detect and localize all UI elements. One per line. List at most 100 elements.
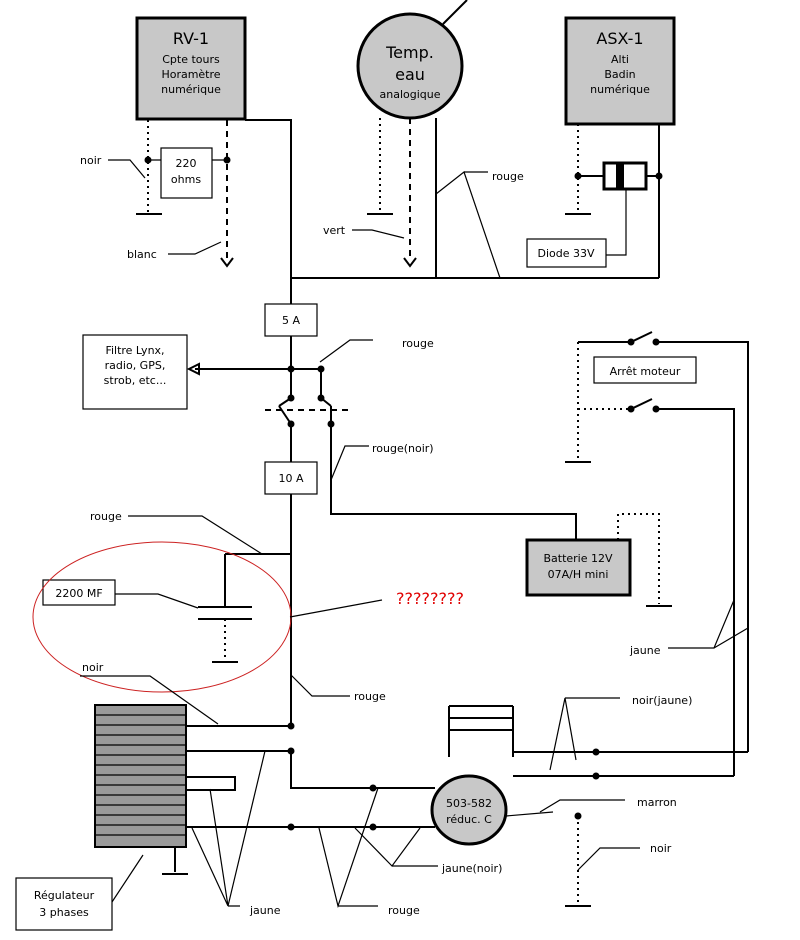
temp-title1: Temp.: [385, 43, 434, 62]
label-rouge-noir: rouge(noir): [372, 442, 434, 455]
label-jaune-bottom: jaune: [249, 904, 281, 917]
leader-line: [352, 229, 405, 239]
resistor-box: 220 ohms: [160, 147, 213, 199]
switch-feed-wire: [291, 368, 322, 398]
junction-node: [223, 156, 231, 164]
junction-node: [369, 823, 377, 831]
diode-symbol: [602, 161, 648, 191]
alternator-ground-link: [505, 811, 554, 817]
battery-ground-wire: [617, 513, 660, 604]
leader-line: [606, 189, 627, 256]
capacitor-label-box: 2200 MF: [42, 579, 116, 606]
leader-line: [354, 827, 438, 867]
label-jaune-right: jaune: [629, 644, 661, 657]
leader-line: [435, 171, 501, 279]
alternator-line1: 503-582: [446, 797, 492, 810]
arret-label-box: Arrêt moteur: [593, 356, 697, 384]
rv1-line3: numérique: [161, 83, 221, 96]
asx1-line1: Alti: [611, 53, 629, 66]
label-vert: vert: [323, 224, 346, 237]
arrow-down-icon: [220, 257, 234, 268]
rv1-line1: Cpte tours: [162, 53, 220, 66]
battery-feed-wire: [330, 424, 577, 540]
leader-line: [115, 593, 199, 609]
leader-line: [549, 697, 620, 771]
label-rouge-switch: rouge: [402, 337, 434, 350]
resistor-unit: ohms: [171, 173, 201, 186]
fuse-10a-label: 10 A: [278, 472, 303, 485]
rv1-power-wire: [245, 119, 292, 278]
filtre-line2: radio, GPS,: [105, 359, 166, 372]
arret-label: Arrêt moteur: [610, 365, 681, 378]
asx1-title: ASX-1: [596, 29, 643, 48]
question-marks: ????????: [396, 589, 464, 608]
label-noir-bottom: noir: [650, 842, 672, 855]
asx1-box: ASX-1 Alti Badin numérique: [564, 16, 676, 126]
rv1-title: RV-1: [173, 29, 209, 48]
label-noir-reg: noir: [82, 661, 104, 674]
arrow-down-icon: [403, 257, 417, 268]
junction-node: [369, 784, 377, 792]
junction-node: [574, 172, 582, 180]
junction-node: [574, 812, 582, 820]
label-rouge-top: rouge: [492, 170, 524, 183]
junction-node: [592, 772, 600, 780]
junction-node: [627, 338, 635, 346]
battery-line2: 07A/H mini: [548, 568, 609, 581]
filtre-line1: Filtre Lynx,: [105, 344, 164, 357]
capacitor-symbol: [198, 606, 252, 620]
leader-line: [289, 599, 383, 618]
junction-node: [652, 405, 660, 413]
double-switch: [265, 394, 353, 428]
label-rouge-mid: rouge: [354, 690, 386, 703]
leader-line: [577, 847, 640, 871]
reg-phase-wire: [186, 750, 435, 789]
rv1-line2: Horamètre: [161, 68, 220, 81]
rv1-box: RV-1 Cpte tours Horamètre numérique: [135, 16, 247, 121]
leader-line: [668, 599, 749, 649]
magneto-coil: [448, 705, 514, 757]
junction-node: [652, 338, 660, 346]
diode-label: Diode 33V: [537, 247, 595, 260]
arrow-left-icon: [186, 362, 200, 376]
resistor-value: 220: [176, 157, 197, 170]
leader-line: [111, 854, 144, 903]
fuse-5a: 5 A: [264, 303, 318, 337]
regulator-block: [94, 704, 187, 848]
leader-line: [80, 675, 219, 725]
junction-node: [287, 722, 295, 730]
junction-node: [655, 172, 663, 180]
label-jaune-noir: jaune(noir): [441, 862, 502, 875]
leader-line: [319, 339, 373, 363]
temp-line3: analogique: [380, 88, 441, 101]
label-blanc: blanc: [127, 248, 157, 261]
asx1-line3: numérique: [590, 83, 650, 96]
leader-line: [539, 799, 625, 813]
asx1-line2: Badin: [604, 68, 635, 81]
label-rouge-cap: rouge: [90, 510, 122, 523]
regulator-line2: 3 phases: [39, 906, 89, 919]
leader-line: [191, 750, 266, 907]
regulator-label-box: Régulateur 3 phases: [15, 877, 113, 931]
filtre-line3: strob, etc...: [104, 374, 167, 387]
leader-line: [168, 241, 222, 255]
diode-label-box: Diode 33V: [526, 238, 607, 268]
filtre-box: Filtre Lynx, radio, GPS, strob, etc...: [82, 334, 188, 410]
leader-line: [108, 159, 146, 179]
battery-box: Batterie 12V 07A/H mini: [525, 538, 632, 597]
junction-node: [287, 747, 295, 755]
capacitor-wire: [224, 553, 291, 606]
regulator-line1: Régulateur: [34, 889, 95, 902]
leader-line: [318, 787, 379, 909]
leader-line: [330, 445, 369, 481]
reg-phase-loop: [186, 776, 236, 791]
label-marron: marron: [637, 796, 677, 809]
battery-line1: Batterie 12V: [543, 552, 613, 565]
junction-node: [287, 823, 295, 831]
label-rouge-bottom: rouge: [388, 904, 420, 917]
alternator-line2: réduc. C: [446, 813, 492, 826]
temp-gauge: Temp. eau analogique: [356, 0, 468, 120]
fuse-5a-label: 5 A: [282, 314, 300, 327]
leader-line: [128, 515, 263, 555]
